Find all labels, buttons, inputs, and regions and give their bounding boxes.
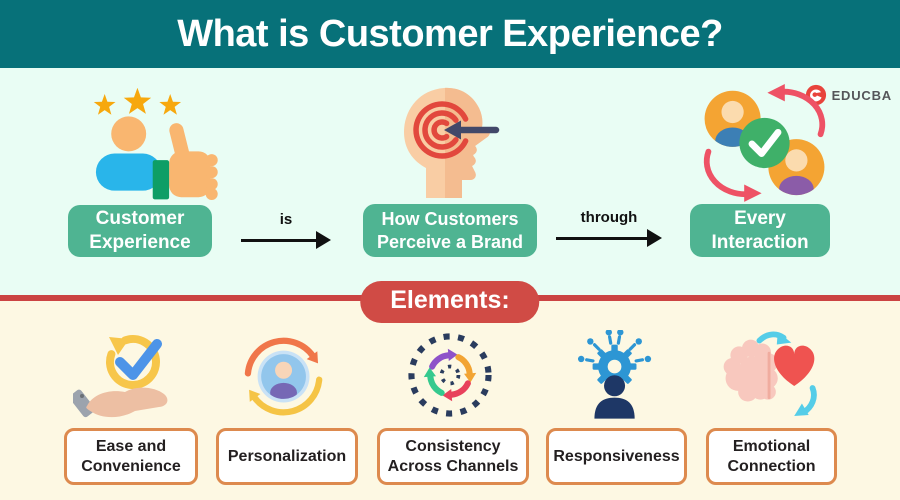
hand-check-cycle-icon [73, 335, 168, 418]
right-arrow-icon [241, 231, 331, 249]
flow-step-customer-experience: Customer Experience [68, 205, 212, 257]
element-box-responsiveness: Responsiveness [546, 428, 687, 485]
customer-thumbs-up-icon [93, 88, 218, 200]
gear-person-icon [577, 330, 652, 419]
elements-heading-badge: Elements: [360, 281, 540, 323]
head-target-arrow-icon [404, 87, 500, 198]
connector-through-label: through [580, 209, 638, 226]
connector-is: is [241, 211, 331, 249]
avatar-refresh-icon [244, 337, 323, 416]
header-bar: What is Customer Experience? [0, 0, 900, 68]
connector-through: through [556, 209, 662, 247]
page-title: What is Customer Experience? [177, 12, 723, 55]
brand-name: EDUCBA [831, 87, 892, 103]
flow-step-every-interaction: Every Interaction [690, 204, 830, 257]
dashed-cycle-arrows-icon [408, 333, 492, 417]
element-box-personalization: Personalization [216, 428, 358, 485]
flow-step-perceive-brand: How Customers Perceive a Brand [363, 204, 537, 257]
element-box-consistency: Consistency Across Channels [377, 428, 529, 485]
people-interaction-cycle-icon [703, 84, 826, 202]
element-box-emotional-connection: Emotional Connection [706, 428, 837, 485]
connector-is-label: is [279, 211, 293, 228]
element-box-ease-convenience: Ease and Convenience [64, 428, 198, 485]
brain-heart-icon [723, 331, 817, 417]
right-arrow-icon [556, 229, 662, 247]
